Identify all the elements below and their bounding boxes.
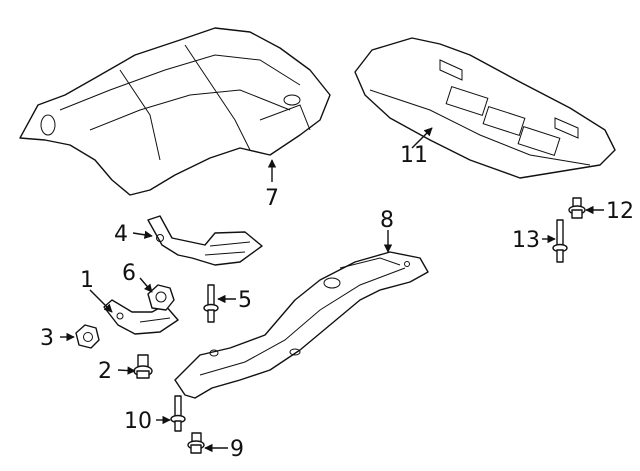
callout-3: 3 <box>40 326 54 351</box>
callout-5: 5 <box>238 288 252 313</box>
bolt-part-9 <box>187 432 205 454</box>
callout-2: 2 <box>98 359 112 384</box>
callout-9: 9 <box>230 437 244 462</box>
callout-10: 10 <box>124 409 152 434</box>
bracket-part-4 <box>147 215 263 266</box>
stud-part-13 <box>552 219 568 263</box>
callout-labels: 1 2 3 4 5 6 7 8 9 10 11 12 13 <box>40 143 634 462</box>
leader-lines <box>60 127 604 453</box>
callout-13: 13 <box>512 228 540 253</box>
callout-8: 8 <box>380 208 394 233</box>
nut-part-6 <box>147 284 175 311</box>
bolt-part-2 <box>133 354 153 379</box>
heat-shield-part-7 <box>19 27 331 196</box>
callout-1: 1 <box>80 268 94 293</box>
nut-part-3 <box>75 324 100 349</box>
stud-part-5 <box>203 284 219 323</box>
callout-12: 12 <box>606 199 634 224</box>
skid-plate-part-11 <box>354 37 616 179</box>
callout-4: 4 <box>114 222 128 247</box>
callout-7: 7 <box>265 186 279 211</box>
bolt-part-12 <box>568 197 586 219</box>
callout-6: 6 <box>122 261 136 286</box>
callout-11: 11 <box>400 143 428 168</box>
stud-part-10 <box>170 395 186 432</box>
skid-plate-part-8 <box>174 251 429 399</box>
